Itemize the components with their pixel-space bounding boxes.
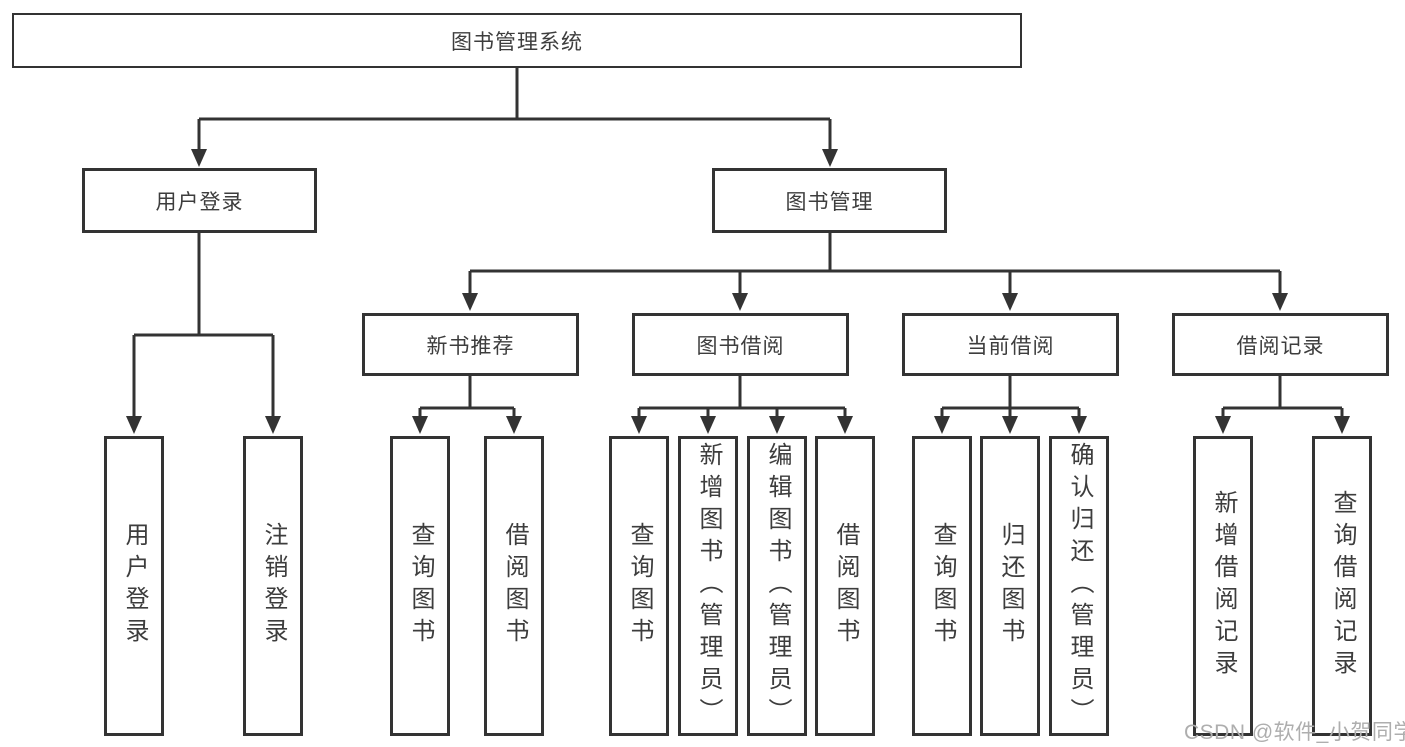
node-label: 用户登录 — [155, 190, 244, 214]
leaf-query-books-3: 查询图书 — [912, 436, 972, 736]
leaf-label: 归还图书 — [997, 522, 1024, 650]
node-book-management: 图书管理 — [712, 168, 947, 233]
node-user-login: 用户登录 — [82, 168, 317, 233]
leaf-borrow-books-2: 借阅图书 — [815, 436, 875, 736]
leaf-add-borrow-record: 新增借阅记录 — [1193, 436, 1253, 736]
watermark: CSDN @软件_小贺同学 — [1184, 721, 1405, 744]
leaf-label: 查询图书 — [929, 522, 956, 650]
leaf-label: 注销登录 — [260, 522, 287, 650]
node-label: 新书推荐 — [426, 334, 515, 358]
leaf-label: 用户登录 — [121, 522, 148, 650]
leaf-edit-book-admin: 编辑图书（管理员） — [747, 436, 807, 736]
node-book-borrowing: 图书借阅 — [632, 313, 849, 376]
leaf-logout: 注销登录 — [243, 436, 303, 736]
leaf-label: 查询图书 — [407, 522, 434, 650]
node-current-borrowing: 当前借阅 — [902, 313, 1119, 376]
leaf-label: 查询图书 — [626, 522, 653, 650]
leaf-label: 新增借阅记录 — [1210, 490, 1237, 682]
node-label: 图书管理系统 — [451, 30, 583, 54]
leaf-user-login: 用户登录 — [104, 436, 164, 736]
leaf-label: 借阅图书 — [832, 522, 859, 650]
node-new-book-recommendation: 新书推荐 — [362, 313, 579, 376]
leaf-label: 借阅图书 — [501, 522, 528, 650]
node-borrowing-records: 借阅记录 — [1172, 313, 1389, 376]
node-label: 当前借阅 — [966, 334, 1055, 358]
leaf-add-book-admin: 新增图书（管理员） — [678, 436, 738, 736]
leaf-confirm-return-admin: 确认归还（管理员） — [1049, 436, 1109, 736]
leaf-label: 新增图书（管理员） — [695, 442, 722, 730]
leaf-query-books-1: 查询图书 — [390, 436, 450, 736]
node-label: 借阅记录 — [1236, 334, 1325, 358]
node-label: 图书管理 — [785, 190, 874, 214]
node-label: 图书借阅 — [696, 334, 785, 358]
leaf-query-books-2: 查询图书 — [609, 436, 669, 736]
leaf-label: 查询借阅记录 — [1329, 490, 1356, 682]
leaf-label: 编辑图书（管理员） — [764, 442, 791, 730]
leaf-borrow-books-1: 借阅图书 — [484, 436, 544, 736]
leaf-query-borrow-record: 查询借阅记录 — [1312, 436, 1372, 736]
leaf-return-books: 归还图书 — [980, 436, 1040, 736]
leaf-label: 确认归还（管理员） — [1066, 442, 1093, 730]
node-library-management-system: 图书管理系统 — [12, 13, 1022, 68]
